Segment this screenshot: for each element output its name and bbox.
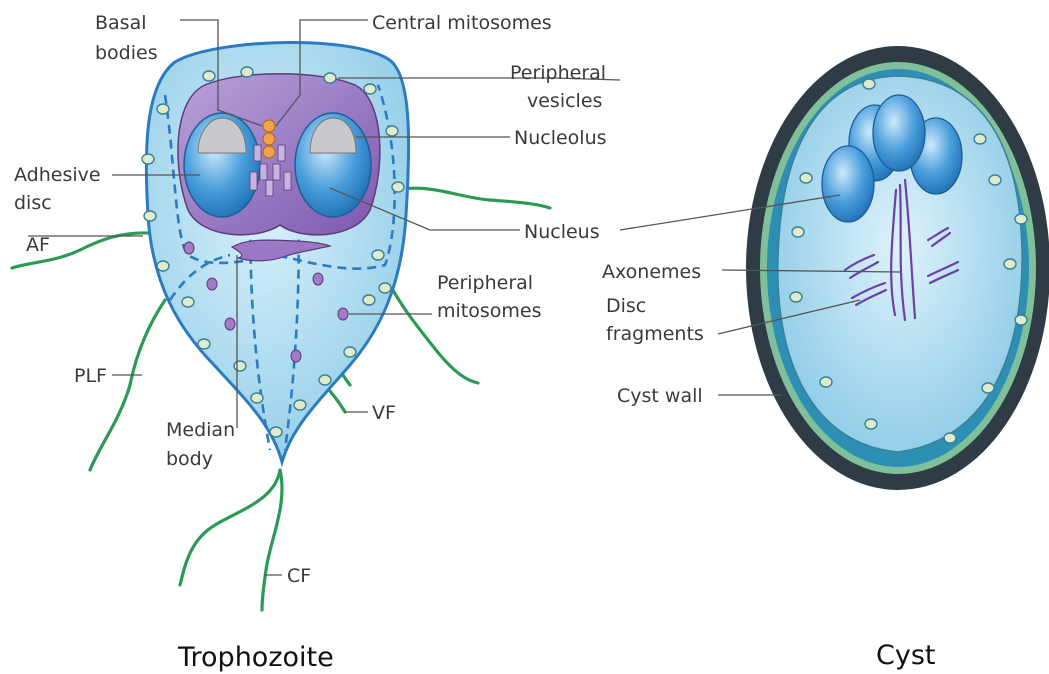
trophozoite: Basal bodies Central mitosomes Periphera… xyxy=(12,12,620,673)
nucleus-right xyxy=(295,113,371,217)
label-peripheral-mitosomes-2: mitosomes xyxy=(437,300,541,322)
label-median-body-1: Median xyxy=(166,419,235,441)
label-disc-fragments-2: fragments xyxy=(606,323,704,345)
label-af: AF xyxy=(26,234,50,256)
label-peripheral-vesicles-2: vesicles xyxy=(527,90,602,112)
label-peripheral-vesicles-1: Peripheral xyxy=(510,62,606,84)
label-disc-fragments-1: Disc xyxy=(606,295,646,317)
label-adhesive-disc-2: disc xyxy=(14,192,52,214)
label-cyst-wall: Cyst wall xyxy=(617,385,703,407)
label-cf: CF xyxy=(287,565,311,587)
nucleus-left xyxy=(184,113,260,217)
label-basal-bodies-1: Basal xyxy=(95,12,147,34)
cyst-caption: Cyst xyxy=(876,640,935,671)
anterior-flagellum-right xyxy=(396,188,550,208)
label-adhesive-disc-1: Adhesive xyxy=(14,164,101,186)
label-axonemes: Axonemes xyxy=(602,261,701,283)
label-nucleus: Nucleus xyxy=(524,221,600,243)
label-plf: PLF xyxy=(74,365,107,387)
label-peripheral-mitosomes-1: Peripheral xyxy=(437,272,533,294)
caudal-flagellum-right xyxy=(262,470,282,610)
label-central-mitosomes: Central mitosomes xyxy=(372,12,552,34)
label-basal-bodies-2: bodies xyxy=(95,42,158,64)
label-nucleolus: Nucleolus xyxy=(514,127,607,149)
cyst: Axonemes Disc fragments Cyst wall Cyst xyxy=(602,46,1049,671)
trophozoite-caption: Trophozoite xyxy=(177,642,334,673)
label-vf: VF xyxy=(372,402,396,424)
label-median-body-2: body xyxy=(166,448,213,470)
